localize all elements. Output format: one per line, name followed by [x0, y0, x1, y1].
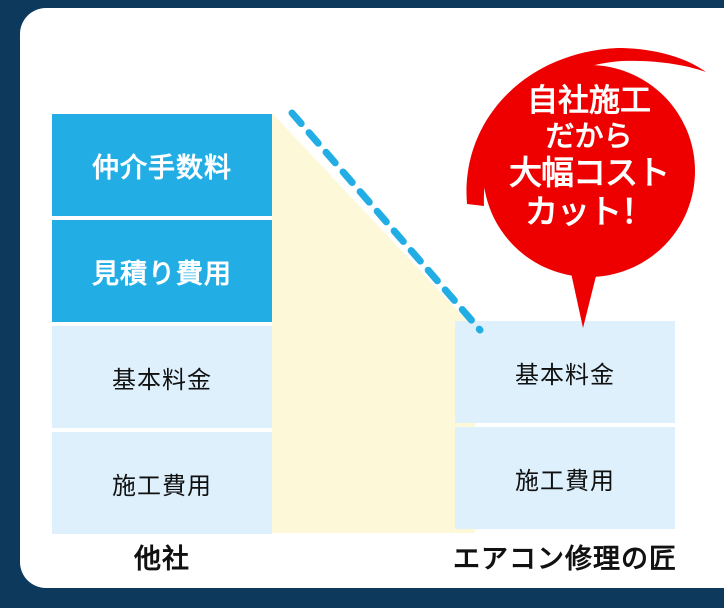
column-aircon-takumi: 基本料金 施工費用: [455, 321, 675, 529]
bar-base-fee-right: 基本料金: [455, 321, 675, 423]
cost-cut-callout-text: 自社施工 だから 大幅コスト カット！: [463, 83, 715, 232]
bar-construction-cost-right: 施工費用: [455, 427, 675, 529]
column-label-other-companies: 他社: [134, 544, 190, 574]
column-other-companies: 仲介手数料 見積り費用 基本料金 施工費用: [52, 114, 272, 534]
callout-line-4: カット！: [525, 192, 654, 230]
bar-label: 施工費用: [112, 472, 212, 500]
savings-region: [272, 105, 475, 533]
column-label-aircon-takumi: エアコン修理の匠: [453, 544, 677, 574]
bar-brokerage-fee: 仲介手数料: [52, 114, 272, 216]
callout-line-3: 大幅コスト: [509, 153, 670, 191]
bar-construction-cost-left: 施工費用: [52, 432, 272, 534]
bar-label: 見積り費用: [92, 258, 232, 289]
bar-label: 仲介手数料: [92, 152, 232, 183]
bar-label: 基本料金: [112, 366, 212, 394]
bar-base-fee-left: 基本料金: [52, 326, 272, 428]
bar-estimate-fee: 見積り費用: [52, 220, 272, 322]
bar-label: 施工費用: [515, 467, 615, 495]
bar-label: 基本料金: [515, 361, 615, 389]
callout-line-2: だから: [545, 120, 633, 153]
cost-cut-callout-balloon: [440, 26, 720, 336]
white-card: 仲介手数料 見積り費用 基本料金 施工費用 基本料金 施工費用 他社 エアコン修…: [20, 8, 724, 588]
callout-line-1: 自社施工: [527, 83, 651, 118]
